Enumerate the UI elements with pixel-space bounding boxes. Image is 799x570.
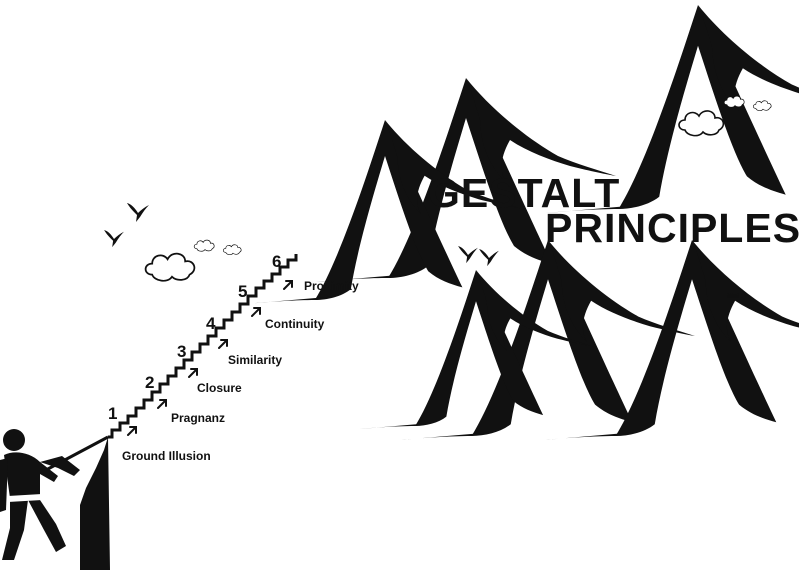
step-label: Pragnanz (171, 411, 226, 425)
step-label: Continuity (265, 317, 325, 331)
staircase-icon (108, 254, 298, 439)
step-label: Proximity (304, 279, 359, 293)
arrow-icon (127, 280, 293, 436)
step-number: 1 (108, 404, 118, 423)
title-line-1: GESTALT (428, 170, 621, 216)
step-number: 4 (206, 314, 216, 333)
climber-icon (0, 429, 110, 570)
title-line-2: PRINCIPLES (545, 205, 799, 251)
step-label: Closure (197, 381, 242, 395)
step-number: 2 (145, 373, 155, 392)
step-label: Ground Illusion (122, 449, 211, 463)
step-number: 3 (177, 342, 187, 361)
step-number: 6 (272, 252, 282, 271)
signature: Mct :) (727, 293, 746, 300)
step-number: 5 (238, 282, 248, 301)
step-label: Similarity (228, 353, 283, 367)
